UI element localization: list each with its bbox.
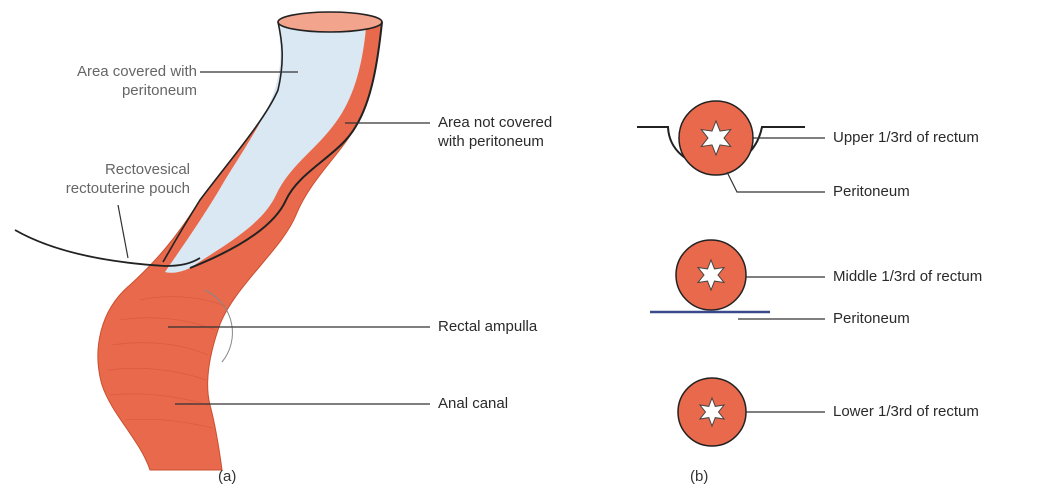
- label-rectal-ampulla: Rectal ampulla: [438, 317, 537, 336]
- label-area-covered-line1: Area covered with: [12, 62, 197, 81]
- label-area-not-covered: Area not covered with peritoneum: [438, 113, 552, 151]
- label-area-covered: Area covered with peritoneum: [12, 62, 197, 100]
- label-middle-third: Middle 1/3rd of rectum: [833, 267, 982, 286]
- panel-b-label: (b): [690, 468, 708, 485]
- label-upper-third: Upper 1/3rd of rectum: [833, 128, 979, 147]
- label-area-not-covered-line1: Area not covered: [438, 113, 552, 132]
- label-peritoneum-1: Peritoneum: [833, 182, 910, 201]
- label-area-covered-line2: peritoneum: [12, 81, 197, 100]
- leader-peritoneum-1: [727, 172, 825, 192]
- label-peritoneum-2: Peritoneum: [833, 309, 910, 328]
- rectum-top-opening: [278, 12, 382, 32]
- label-lower-third: Lower 1/3rd of rectum: [833, 402, 979, 421]
- label-pouch-line1: Rectovesical: [8, 160, 190, 179]
- label-pouch: Rectovesical rectouterine pouch: [8, 160, 190, 198]
- label-anal-canal: Anal canal: [438, 394, 508, 413]
- label-pouch-line2: rectouterine pouch: [8, 179, 190, 198]
- panel-a-label: (a): [218, 468, 236, 485]
- lower-third-cross-section: [678, 378, 746, 446]
- leader-pouch: [118, 205, 128, 258]
- middle-third-cross-section: [650, 240, 770, 312]
- label-area-not-covered-line2: with peritoneum: [438, 132, 552, 151]
